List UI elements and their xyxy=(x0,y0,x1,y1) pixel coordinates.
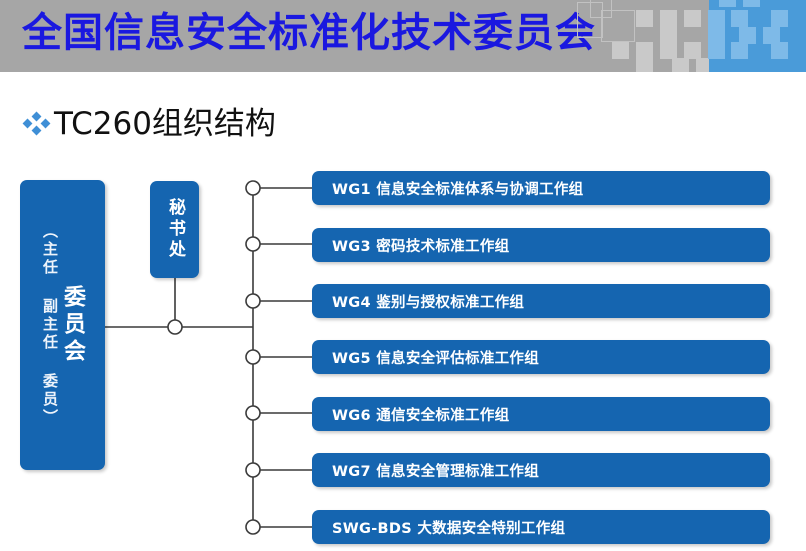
working-group-label: WG6 通信安全标准工作组 xyxy=(332,407,510,424)
decor-square xyxy=(684,42,701,59)
decor-square-blue xyxy=(708,10,725,27)
secretariat-node[interactable]: 秘书处 xyxy=(150,181,199,278)
decor-square xyxy=(612,42,629,59)
committee-sub-label: （主任 副主任 委员） xyxy=(41,223,59,427)
decor-square xyxy=(660,27,677,44)
working-group-node-wg3[interactable]: WG3 密码技术标准工作组 xyxy=(312,228,770,262)
branch-node xyxy=(245,236,261,252)
decor-square-blue xyxy=(731,42,748,59)
working-group-node-wg6[interactable]: WG6 通信安全标准工作组 xyxy=(312,397,770,431)
decor-square xyxy=(660,10,677,27)
junction-node xyxy=(167,319,183,335)
page-title: 全国信息安全标准化技术委员会 xyxy=(22,10,596,56)
committee-main-label: 委员会 xyxy=(60,284,85,366)
decor-outline-square-3 xyxy=(601,10,635,42)
working-group-label: SWG-BDS 大数据安全特别工作组 xyxy=(332,520,566,537)
page-header: 全国信息安全标准化技术委员会 xyxy=(0,0,806,72)
decor-square xyxy=(696,58,713,72)
working-group-node-wg7[interactable]: WG7 信息安全管理标准工作组 xyxy=(312,453,770,487)
secretariat-label: 秘书处 xyxy=(165,198,185,261)
working-group-node-wg4[interactable]: WG4 鉴别与授权标准工作组 xyxy=(312,284,770,318)
decor-square xyxy=(636,10,653,27)
decor-square-blue xyxy=(771,42,788,59)
working-group-label: WG7 信息安全管理标准工作组 xyxy=(332,463,540,480)
branch-node xyxy=(245,293,261,309)
decor-square-blue xyxy=(763,27,780,44)
branch-node xyxy=(245,180,261,196)
decor-square-blue xyxy=(708,42,725,59)
decor-square-blue xyxy=(739,27,756,44)
working-group-label: WG3 密码技术标准工作组 xyxy=(332,238,510,255)
working-group-node-wg5[interactable]: WG5 信息安全评估标准工作组 xyxy=(312,340,770,374)
committee-node[interactable]: 委员会 （主任 副主任 委员） xyxy=(20,180,105,470)
decor-square-blue xyxy=(771,10,788,27)
working-group-label: WG4 鉴别与授权标准工作组 xyxy=(332,294,525,311)
working-group-label: WG1 信息安全标准体系与协调工作组 xyxy=(332,181,584,198)
working-group-node-swg-bds[interactable]: SWG-BDS 大数据安全特别工作组 xyxy=(312,510,770,544)
working-group-node-wg1[interactable]: WG1 信息安全标准体系与协调工作组 xyxy=(312,171,770,205)
decor-square-blue xyxy=(743,0,760,7)
header-accent-panel xyxy=(708,0,806,72)
decor-square xyxy=(684,10,701,27)
decor-square-blue xyxy=(708,27,725,44)
decor-square xyxy=(636,42,653,59)
decor-square xyxy=(672,58,689,72)
section-heading: TC260组织结构 xyxy=(22,104,276,144)
branch-node xyxy=(245,462,261,478)
branch-node xyxy=(245,519,261,535)
branch-node xyxy=(245,405,261,421)
decor-square xyxy=(660,42,677,59)
working-group-label: WG5 信息安全评估标准工作组 xyxy=(332,350,540,367)
decor-square xyxy=(636,58,653,72)
decor-square-blue xyxy=(719,0,736,7)
section-title-label: TC260组织结构 xyxy=(54,106,276,142)
branch-node xyxy=(245,349,261,365)
decor-square-blue xyxy=(731,10,748,27)
